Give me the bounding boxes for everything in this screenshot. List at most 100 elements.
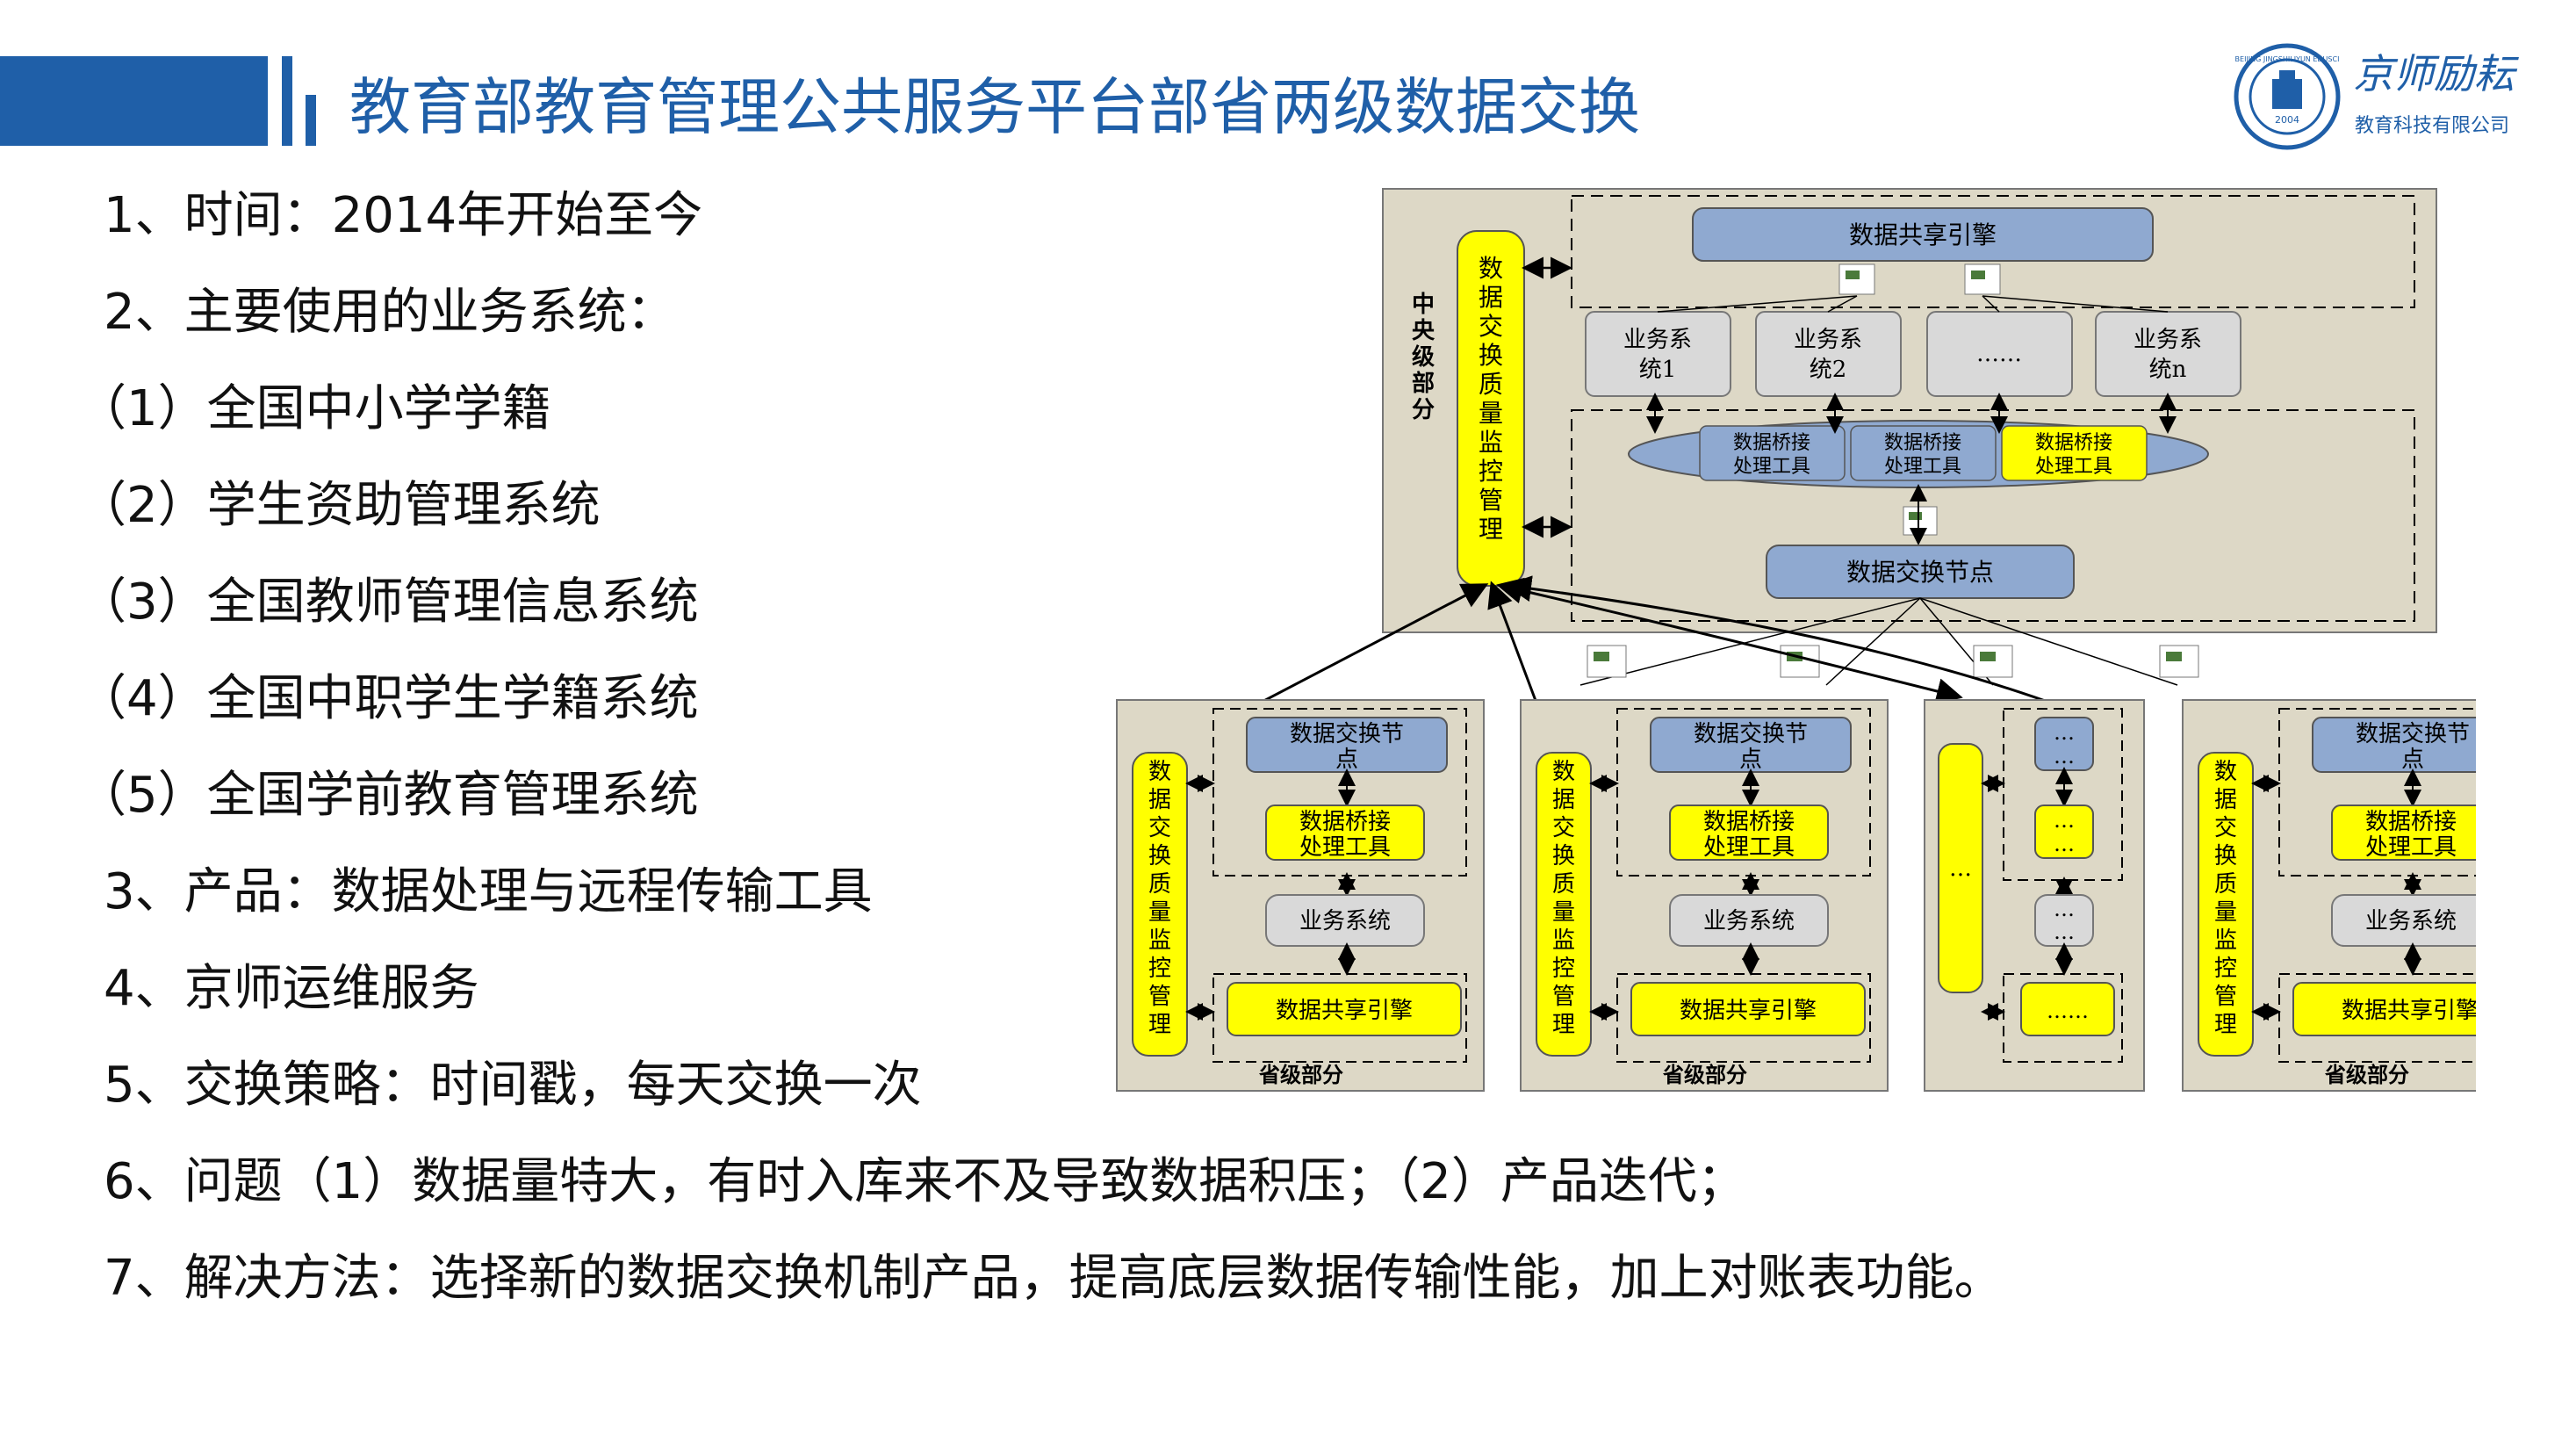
document-icon — [1587, 645, 1627, 678]
ellipsis-node-zone — [2003, 708, 2123, 881]
document-icon — [1964, 263, 2001, 295]
list-item: 1、时间：2014年开始至今 — [104, 187, 703, 244]
provincial-bridge-label: 数据桥接 — [1299, 809, 1391, 835]
ellipsis-panel: … … … … … … … …… — [1924, 699, 2145, 1092]
provincial-bridge-box — [1265, 804, 1425, 861]
provincial-label: 省级部分 — [2324, 1062, 2409, 1087]
list-item: 2、主要使用的业务系统： — [104, 284, 676, 341]
logo-seal-outer — [2234, 43, 2341, 150]
qc-char: 量 — [1479, 399, 1503, 428]
provincial-label: 省级部分 — [1258, 1062, 1343, 1087]
qc-char: 监 — [1479, 428, 1503, 457]
provincial-node-label: 数据交换节 — [1694, 721, 1808, 747]
qc-char: 数 — [1479, 254, 1503, 283]
provincial-engine-label: 数据共享引擎 — [1276, 998, 1413, 1024]
provincial-bridge-label: 数据桥接 — [2365, 809, 2457, 835]
ellipsis-bridge-label: … — [2054, 832, 2075, 856]
provincial-qc-bar — [2198, 752, 2254, 1057]
logo-subtitle: 教育科技有限公司 — [2355, 115, 2509, 137]
connector-line — [1827, 295, 1858, 313]
document-icon — [1973, 645, 2013, 678]
connector-line — [1657, 295, 1858, 313]
qc-char: 控 — [1479, 457, 1503, 486]
provincial-system-label: 业务系统 — [1703, 908, 1795, 934]
provincial-bridge-box — [1669, 804, 1829, 861]
provincial-node-label: 点 — [2401, 747, 2424, 773]
provincial-bridge-label: 处理工具 — [2365, 834, 2457, 861]
provincial-qc-bar — [1536, 752, 1592, 1057]
provincial-bridge-label: 处理工具 — [1299, 834, 1391, 861]
central-label-char: 分 — [1412, 397, 1435, 423]
logo-building-icon — [2272, 79, 2302, 109]
qc-char: 理 — [1479, 515, 1503, 544]
logo-seal-text: BEIJING JINGSHILIYUN EDUSCI — [2235, 55, 2340, 63]
provincial-bridge-box — [2331, 804, 2476, 861]
central-label-char: 中 — [1412, 292, 1435, 318]
central-bridge-label: 数据桥接 — [1884, 432, 1961, 454]
provincial-bridge-label: 数据桥接 — [1703, 809, 1795, 835]
provincial-node-zone — [2278, 708, 2476, 877]
central-system-label: …… — [1976, 341, 2022, 367]
provincial-node-label: 点 — [1739, 747, 1762, 773]
logo-building-roof-icon — [2279, 70, 2295, 81]
central-bridge-label: 处理工具 — [1733, 456, 1810, 478]
logo-year: 2004 — [2275, 114, 2299, 126]
central-system-label: 业务系 — [1623, 327, 1692, 353]
provincial-node-zone — [1616, 708, 1871, 877]
ellipsis-qc-bar — [1938, 743, 1983, 993]
ellipsis-qc-label: … — [1949, 855, 1972, 882]
header-band — [0, 56, 268, 146]
provincial-engine-box — [1227, 982, 1462, 1036]
central-bridge-label: 处理工具 — [1884, 456, 1961, 478]
provincial-system-label: 业务系统 — [2365, 908, 2457, 934]
provincial-system-label: 业务系统 — [1299, 908, 1391, 934]
provincial-panel: 数据交换质量监控管理 数据交换节 点 数据桥接 处理工具 业务系统 数据共享引擎… — [1520, 699, 1889, 1092]
ellipsis-system-label: … — [2054, 920, 2075, 944]
central-bridge-label: 处理工具 — [2035, 456, 2112, 478]
list-item: 4、京师运维服务 — [104, 960, 479, 1017]
list-item: （3）全国教师管理信息系统 — [77, 574, 699, 631]
provincial-node-zone — [1212, 708, 1467, 877]
list-item: 6、问题（1）数据量特大，有时入库来不及导致数据积压；（2）产品迭代； — [104, 1153, 1746, 1210]
qc-char: 据 — [1479, 283, 1503, 312]
central-bridge-label: 数据桥接 — [2035, 432, 2112, 454]
central-system-label: 统n — [2149, 357, 2187, 383]
list-item: 5、交换策略：时间戳，每天交换一次 — [104, 1057, 922, 1114]
ellipsis-bridge-label: … — [2054, 808, 2075, 833]
ellipsis-engine-label: …… — [2047, 999, 2089, 1023]
list-item: （5）全国学前教育管理系统 — [77, 767, 699, 824]
document-icon — [1903, 506, 1938, 536]
list-item: 7、解决方法：选择新的数据交换机制产品，提高底层数据传输性能，加上对账表功能。 — [104, 1250, 2004, 1307]
provincial-node-label: 数据交换节 — [1290, 721, 1404, 747]
provincial-engine-label: 数据共享引擎 — [2342, 998, 2476, 1024]
company-logo: 2004 BEIJING JINGSHILIYUN EDUSCI 京师励耘 教育… — [2234, 43, 2519, 150]
ellipsis-node-label: … — [2054, 720, 2075, 745]
central-bridge-box-highlight — [2001, 425, 2148, 481]
document-icon — [2159, 645, 2199, 678]
header-accent-bar-short — [306, 95, 316, 146]
ellipsis-system-label: … — [2054, 897, 2075, 921]
central-label-char: 部 — [1412, 371, 1435, 397]
provincial-engine-label: 数据共享引擎 — [1680, 998, 1817, 1024]
qc-char: 质 — [1479, 370, 1503, 399]
provincial-qc-bar — [1132, 752, 1188, 1057]
provincial-qc-label: 数据交换质量监控管理 — [1552, 759, 1575, 1038]
central-bridge-box — [1699, 425, 1846, 481]
ellipsis-engine-box — [2020, 982, 2115, 1036]
exchange-architecture-diagram: 中 央 级 部 分 数 据 交 换 质 量 监 控 管 理 数据共享引擎 — [1116, 188, 2476, 1092]
central-system-label: 业务系 — [1794, 327, 1862, 353]
list-item: （2）学生资助管理系统 — [77, 477, 601, 534]
list-item: 3、产品：数据处理与远程传输工具 — [104, 863, 873, 920]
central-system-label: 统1 — [1639, 357, 1677, 383]
central-system-label: 业务系 — [2133, 327, 2202, 353]
qc-char: 换 — [1479, 341, 1503, 370]
page-title: 教育部教育管理公共服务平台部省两级数据交换 — [349, 71, 1640, 143]
connector-line — [1982, 295, 2169, 313]
provincial-panel: 数据交换质量监控管理 数据交换节 点 数据桥接 处理工具 业务系统 数据共享引擎… — [1116, 699, 1485, 1092]
central-system-box — [1755, 311, 1902, 397]
provincial-bridge-label: 处理工具 — [1703, 834, 1795, 861]
logo-seal-inner — [2249, 58, 2326, 135]
provincial-qc-label: 数据交换质量监控管理 — [2214, 759, 2237, 1038]
central-engine-zone — [1571, 195, 2415, 308]
central-panel: 中 央 级 部 分 数 据 交 换 质 量 监 控 管 理 数据共享引擎 — [1382, 188, 2437, 633]
